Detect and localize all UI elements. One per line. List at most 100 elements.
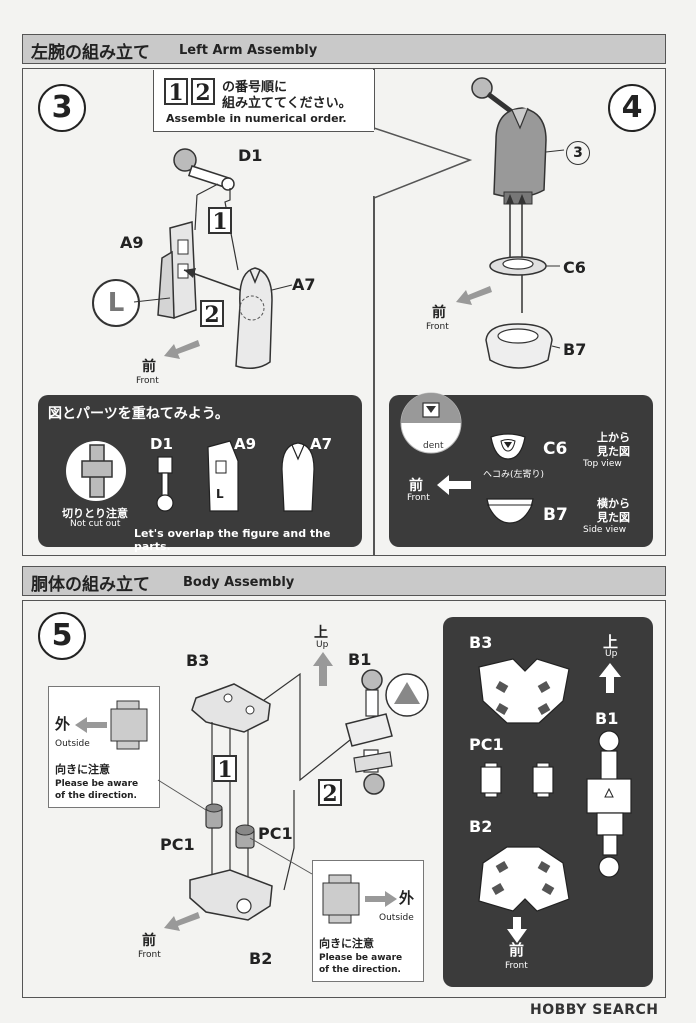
overlap-d1-part: [156, 456, 174, 512]
watermark-logo: HOBBY SEARCH: [530, 1002, 659, 1018]
callout-bottom-note-jp: 向きに注意: [319, 937, 374, 950]
step3-frame: [22, 68, 374, 556]
overlap-panel: 図とパーツを重ねてみよう。 切りとり注意 Not cut out D1 A9 A…: [38, 395, 362, 553]
overlap-a9-label: A9: [234, 435, 257, 453]
step3-number: 3: [38, 84, 86, 132]
order-note-jp-1: の番号順に: [222, 80, 288, 95]
dent-note-jp: ヘコみ(左寄り): [483, 470, 545, 480]
callout-top-pc1-part: [110, 700, 148, 750]
step3-diagram: [157, 148, 293, 369]
step3-a7-label: A7: [292, 275, 316, 294]
callout-top-arrow-icon: [75, 717, 107, 733]
panel-front-jp: 前: [409, 478, 423, 494]
bubble-pointer: [372, 126, 473, 200]
step5-pc1-right-label: PC1: [258, 824, 293, 843]
callout-top-note-en-2: of the direction.: [55, 791, 137, 801]
parts-front-jp: 前: [509, 941, 525, 959]
order-box-1: 1: [164, 78, 188, 106]
left-arm-title-en: Left Arm Assembly: [179, 43, 318, 58]
step3-seq-1: 1: [208, 207, 232, 235]
overlap-a9-mark: L: [216, 487, 224, 501]
overlap-a9-part: [207, 440, 239, 512]
left-arm-title-jp: 左腕の組み立て: [31, 43, 150, 63]
not-cut-en: Not cut out: [70, 519, 121, 529]
step5-b2-label: B2: [249, 949, 273, 968]
overlap-heading: 図とパーツを重ねてみよう。: [48, 406, 229, 422]
parts-up-arrow-icon: [599, 663, 621, 693]
panel-front-en: Front: [407, 493, 430, 503]
step5-front-en: Front: [138, 950, 161, 960]
step4-number: 4: [608, 84, 656, 132]
parts-b3-part: [478, 658, 570, 724]
callout-top-note-jp: 向きに注意: [55, 763, 110, 776]
body-section-header: 胴体の組み立て Body Assembly: [22, 566, 666, 596]
side-view-jp-2: 見た図: [597, 511, 630, 524]
step4-ref-3: 3: [566, 141, 590, 165]
order-note-jp-2: 組み立ててください。: [222, 96, 352, 111]
top-view-en: Top view: [583, 459, 622, 469]
step4-frame: [374, 68, 666, 556]
parts-b1-part: [586, 730, 632, 878]
callout-bottom-note-en-2: of the direction.: [319, 965, 401, 975]
step5-b1-label: B1: [348, 650, 372, 669]
step3-front-en: Front: [136, 376, 159, 386]
callout-bottom-outside-jp: 外: [399, 889, 415, 907]
step3-a9-label: A9: [120, 233, 144, 252]
step3-d1-label: D1: [238, 146, 263, 165]
overlap-a7-label: A7: [310, 435, 333, 453]
callout-top-outside-jp: 外: [55, 715, 71, 733]
parts-front-arrow-icon: [507, 917, 527, 943]
order-box-2: 2: [191, 78, 215, 106]
parts-up-en: Up: [605, 649, 618, 659]
panel-c6-label: C6: [543, 439, 568, 459]
callout-bottom-leader: [249, 837, 313, 875]
left-arm-section-header: 左腕の組み立て Left Arm Assembly: [22, 34, 666, 64]
direction-callout-top: 外 Outside 向きに注意 Please be aware of the d…: [48, 686, 160, 808]
order-note-box: 1 2 の番号順に 組み立ててください。 Assemble in numeric…: [153, 70, 374, 132]
step3-front-jp: 前: [142, 359, 156, 375]
parts-front-en: Front: [505, 961, 528, 971]
step5-up-arrow-icon: [313, 652, 333, 686]
step5-up-en: Up: [316, 640, 329, 650]
order-note-en: Assemble in numerical order.: [166, 112, 347, 125]
c6-top-view: [490, 433, 526, 460]
overlap-a7-part: [281, 442, 315, 512]
step4-front-en: Front: [426, 322, 449, 332]
triangle-mark-icon: [385, 673, 429, 717]
step4-front-jp: 前: [432, 305, 446, 321]
parts-b1-label: B1: [595, 709, 619, 728]
not-cut-jp: 切りとり注意: [62, 507, 128, 520]
parts-b3-label: B3: [469, 633, 493, 652]
callout-bottom-arrow-icon: [365, 891, 397, 907]
overlap-d1-label: D1: [150, 435, 173, 453]
parts-pc1-label: PC1: [469, 735, 504, 754]
callout-top-outside-en: Outside: [55, 739, 90, 749]
step5-front-jp: 前: [142, 933, 156, 949]
step4-diagram: [471, 77, 565, 369]
callout-top-leader: [157, 779, 207, 811]
step5-seq-2: 2: [318, 779, 342, 807]
dent-magnifier-icon: [400, 392, 462, 454]
l-badge-leader: [133, 297, 171, 303]
step5-front-arrow-icon: [164, 912, 200, 931]
step5-frame: [22, 600, 666, 998]
callout-bottom-pc1-part: [322, 874, 360, 924]
parts-up-jp: 上: [603, 633, 619, 651]
panel-front-arrow-icon: [437, 475, 471, 495]
overlap-footer: Let's overlap the figure and the parts.: [134, 527, 331, 553]
side-view-en: Side view: [583, 525, 627, 535]
parts-b2-label: B2: [469, 817, 493, 836]
top-view-jp-1: 上から: [597, 431, 630, 444]
step3-seq-2: 2: [200, 300, 224, 328]
callout-bottom-note-en-1: Please be aware: [319, 953, 403, 963]
direction-callout-bottom: 外 Outside 向きに注意 Please be aware of the d…: [312, 860, 424, 982]
c6-b7-panel: dent ヘコみ(左寄り) C6 上から 見た図 Top view 前 Fron…: [389, 392, 653, 547]
step5-seq-1: 1: [213, 755, 237, 783]
b7-side-view: [486, 498, 534, 524]
panel-b7-label: B7: [543, 505, 568, 525]
parts-b2-part: [478, 846, 570, 912]
step4-front-arrow-icon: [456, 286, 492, 305]
callout-top-note-en-1: Please be aware: [55, 779, 139, 789]
step5-up-jp: 上: [314, 625, 328, 641]
step5-b3-label: B3: [186, 651, 210, 670]
